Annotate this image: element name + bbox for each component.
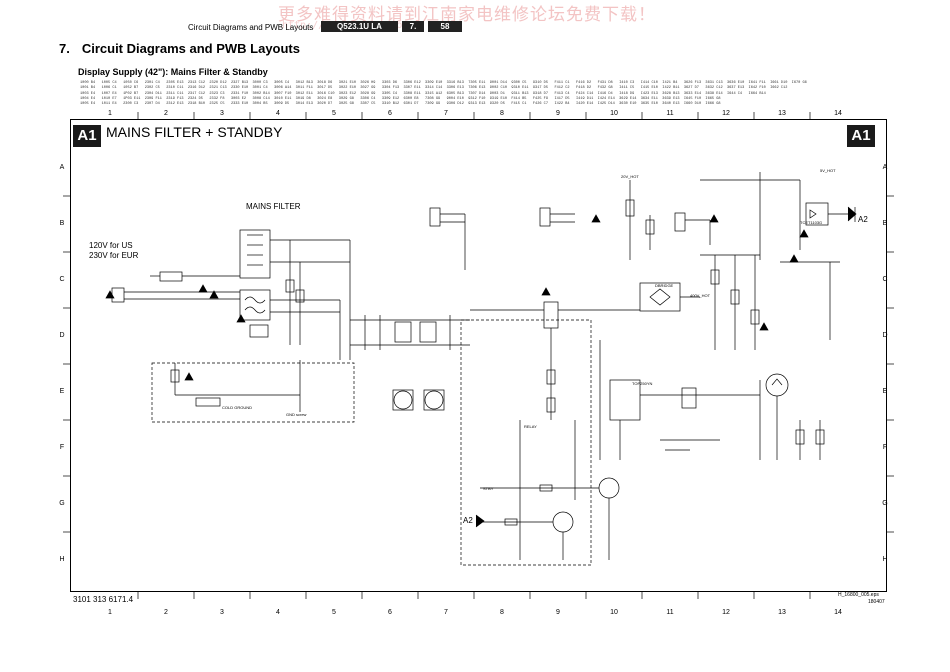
voltage-eur-label: 230V for EUR: [89, 251, 139, 260]
grid-col-top-10: 10: [610, 110, 618, 117]
grid-col-bottom-4: 4: [276, 609, 280, 616]
schematic-frame: [70, 119, 887, 592]
grid-row-right-D: D: [882, 332, 888, 339]
a2-arrow-right: [847, 206, 857, 222]
standby-block: [599, 172, 856, 460]
grid-col-bottom-3: 3: [220, 609, 224, 616]
grid-col-top-6: 6: [388, 110, 392, 117]
grid-col-bottom-9: 9: [556, 609, 560, 616]
grid-col-top-1: 1: [108, 110, 112, 117]
section-title: Circuit Diagrams and PWB Layouts: [81, 41, 300, 56]
section-number: 7.: [59, 41, 70, 56]
grid-col-bottom-11: 11: [666, 609, 674, 616]
relay-region: [460, 319, 592, 566]
grid-row-left-D: D: [59, 332, 65, 339]
grid-col-top-11: 11: [666, 110, 674, 117]
relay-label: RELAY: [524, 424, 537, 429]
header-model: Q523.1U LA: [321, 21, 398, 32]
grid-col-top-2: 2: [164, 110, 168, 117]
sheet-title: MAINS FILTER + STANDBY: [106, 124, 283, 140]
bridge-label: DBRIDGE: [655, 283, 674, 288]
grid-col-top-13: 13: [778, 110, 786, 117]
mains-connector: [111, 287, 125, 303]
grid-row-right-G: G: [882, 500, 888, 507]
voltage-us-label: 120V for US: [89, 241, 133, 250]
header-title: Circuit Diagrams and PWB Layouts: [188, 23, 314, 32]
mains-filter-block: [239, 229, 351, 360]
grid-col-top-12: 12: [722, 110, 730, 117]
warning-icons: [105, 214, 809, 381]
header-chapter: 7.: [402, 21, 424, 32]
footer-file: H_16800_005.eps: [838, 592, 879, 598]
grid-row-right-H: H: [882, 556, 888, 563]
grid-col-bottom-13: 13: [778, 609, 786, 616]
stby-label: STBY: [483, 486, 494, 491]
grid-row-right-A: A: [882, 164, 888, 171]
grid-col-top-9: 9: [556, 110, 560, 117]
grid-row-right-C: C: [882, 276, 888, 283]
grid-col-bottom-1: 1: [108, 609, 112, 616]
grid-col-top-3: 3: [220, 110, 224, 117]
grid-col-bottom-12: 12: [722, 609, 730, 616]
sheet-id-left: A1: [73, 125, 101, 147]
sheet-id-right: A1: [847, 125, 875, 147]
relay-1302: [543, 301, 559, 329]
grid-row-left-A: A: [59, 164, 65, 171]
grid-col-bottom-2: 2: [164, 609, 168, 616]
grid-row-left-C: C: [59, 276, 65, 283]
grid-row-left-H: H: [59, 556, 65, 563]
grid-col-top-5: 5: [332, 110, 336, 117]
gnd-screw-label: GND screw: [286, 412, 307, 417]
grid-row-right-E: E: [882, 388, 888, 395]
grid-row-right-B: B: [882, 220, 888, 227]
page-subtitle: Display Supply (42"): Mains Filter & Sta…: [78, 67, 268, 77]
grid-col-top-8: 8: [500, 110, 504, 117]
grid-col-top-4: 4: [276, 110, 280, 117]
ground-region: [151, 362, 355, 423]
grid-row-right-F: F: [882, 444, 888, 451]
grid-col-bottom-7: 7: [444, 609, 448, 616]
grid-row-left-B: B: [59, 220, 65, 227]
component-reference-table: 1000 B4 1005 C4 1050 C6 2301 C4 2305 E13…: [80, 81, 807, 107]
opto-label: TCET1103G: [800, 220, 823, 225]
connector-top-mid: [539, 207, 551, 227]
grid-col-bottom-14: 14: [834, 609, 842, 616]
controller-label: TOP250YN: [632, 381, 653, 386]
grid-col-bottom-8: 8: [500, 609, 504, 616]
mains-filter-label: MAINS FILTER: [246, 202, 301, 211]
section-heading: 7. Circuit Diagrams and PWB Layouts: [59, 41, 300, 56]
header-page: 58: [428, 21, 462, 32]
grid-col-bottom-10: 10: [610, 609, 618, 616]
grid-row-left-G: G: [59, 500, 65, 507]
pfc-block: [350, 315, 470, 411]
v20-label: 20V_HOT: [621, 174, 639, 179]
connector-a2-left: A2: [463, 516, 473, 525]
watermark-text: 更多难得资料请到江南家电维修论坛免费下载！: [278, 5, 656, 25]
connector-top-left: [429, 207, 441, 227]
grid-col-top-14: 14: [834, 110, 842, 117]
grid-col-bottom-5: 5: [332, 609, 336, 616]
footer-doc-number: 3101 313 6171.4: [73, 595, 134, 604]
cold-ground-label: COLD GROUND: [222, 405, 253, 410]
transistor-7303: [598, 477, 620, 499]
v5-label: 5V_HOT: [820, 168, 836, 173]
a2-arrow-left: [475, 514, 485, 528]
connector-a2-right: A2: [858, 215, 868, 224]
grid-col-bottom-6: 6: [388, 609, 392, 616]
grid-col-top-7: 7: [444, 110, 448, 117]
footer-date: 180407: [868, 599, 885, 605]
grid-ticks: [63, 112, 894, 599]
grid-row-left-F: F: [59, 444, 65, 451]
grid-row-left-E: E: [59, 388, 65, 395]
transistor-7304: [552, 511, 574, 533]
v400-label: 400V_HOT: [690, 293, 711, 298]
fuse-1000: [159, 271, 183, 282]
